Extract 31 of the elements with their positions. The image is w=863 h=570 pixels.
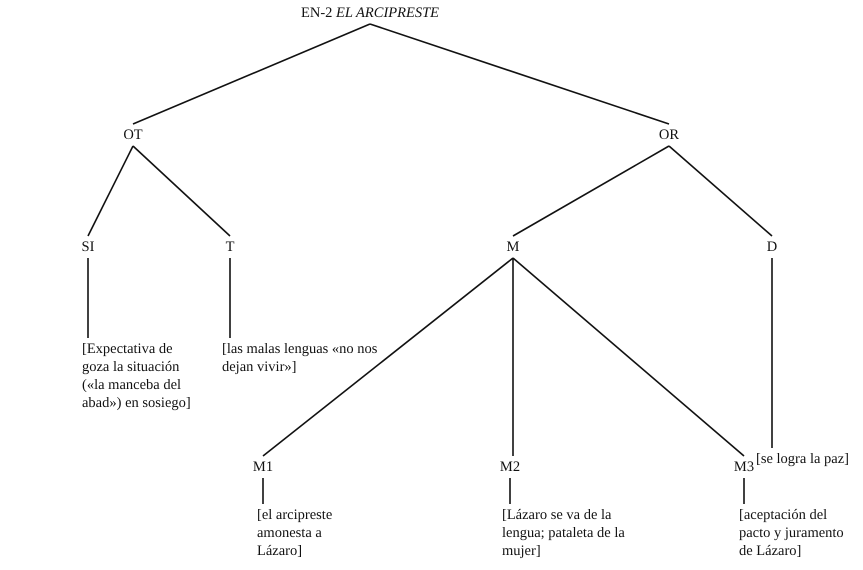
tree-node-label: SI bbox=[82, 238, 94, 256]
tree-branch-line bbox=[668, 145, 773, 237]
tree-branch-line bbox=[132, 145, 231, 237]
tree-node-label: [Expectativa de goza la situación («la manceba del abad») en sosiego] bbox=[82, 340, 194, 412]
tree-node-label: EN-2 EL ARCIPRESTE bbox=[300, 4, 440, 22]
tree-branch-line bbox=[132, 23, 370, 125]
tree-branch-line bbox=[229, 258, 231, 338]
tree-node-label: [el arcipreste amonesta a Lázaro] bbox=[257, 506, 353, 560]
tree-node-label: T bbox=[226, 238, 234, 256]
tree-branch-line bbox=[509, 478, 511, 504]
tree-node-label: D bbox=[766, 238, 778, 256]
tree-branch-line bbox=[87, 258, 89, 338]
tree-branch-line bbox=[370, 23, 670, 125]
tree-node-label: [las malas lenguas «no nos dejan vivir»] bbox=[222, 340, 394, 376]
tree-node-label: [aceptación del pacto y juramento de Lázaro] bbox=[739, 506, 849, 560]
tree-branch-line bbox=[262, 478, 264, 504]
tree-node-label: M bbox=[506, 238, 520, 256]
tree-branch-line bbox=[512, 145, 670, 237]
tree-branch-line bbox=[262, 257, 514, 457]
tree-node-label: M1 bbox=[252, 458, 274, 476]
tree-node-label: M2 bbox=[500, 458, 520, 476]
tree-branch-line bbox=[512, 257, 745, 457]
tree-branch-line bbox=[87, 146, 134, 236]
tree-branch-line bbox=[512, 258, 514, 456]
tree-node-label: OR bbox=[658, 126, 680, 144]
tree-node-label: M3 bbox=[734, 458, 754, 476]
tree-node-label: OT bbox=[123, 126, 143, 144]
tree-branch-line bbox=[771, 258, 773, 448]
tree-branch-line bbox=[743, 478, 745, 504]
tree-node-label: [Lázaro se va de la lengua; pataleta de la mujer] bbox=[502, 506, 642, 560]
tree-node-label: [se logra la paz] bbox=[756, 450, 860, 468]
